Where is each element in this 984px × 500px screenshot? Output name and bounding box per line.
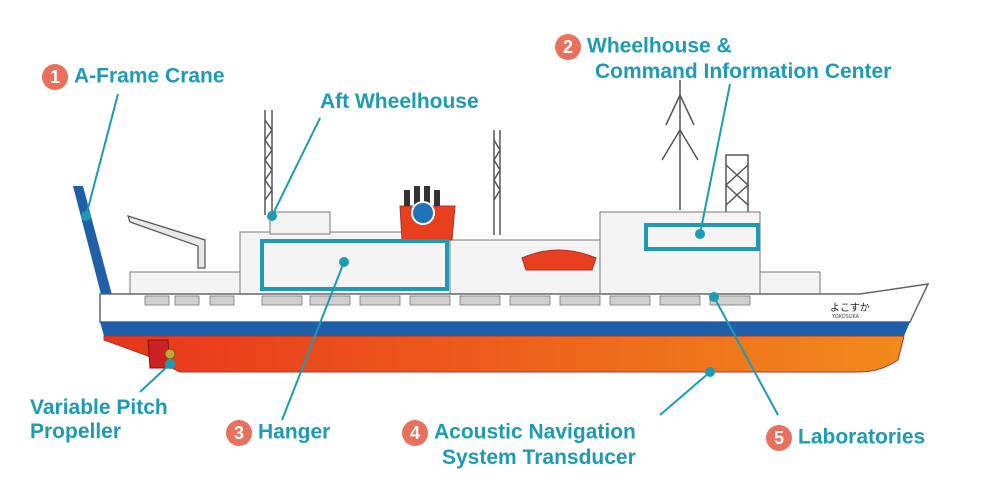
marker-laboratories	[709, 292, 719, 302]
lifeboat	[521, 249, 597, 271]
leader-wheelhouse	[699, 83, 731, 235]
label-text: Laboratories	[798, 425, 926, 449]
ship-name-jp: よこすか	[830, 302, 870, 314]
label-line1: Acoustic Navigation	[434, 420, 636, 444]
label-aft-wheelhouse: Aft Wheelhouse	[320, 90, 479, 114]
leader-acoustic	[659, 371, 711, 416]
label-line1: Variable Pitch	[30, 396, 168, 419]
marker-aft-wheelhouse	[267, 211, 277, 221]
leader-laboratories	[713, 296, 779, 416]
label-line2: Command Information Center	[595, 60, 892, 83]
marker-acoustic	[705, 367, 715, 377]
leader-hanger	[281, 261, 345, 421]
hull-windows	[144, 295, 751, 306]
label-line1: Wheelhouse &	[587, 34, 732, 58]
hanger-highlight	[260, 239, 449, 291]
badge-4: 4	[402, 420, 428, 446]
leader-aft-wheelhouse	[271, 117, 321, 217]
marker-a-frame	[81, 211, 91, 221]
badge-1: 1	[42, 64, 68, 90]
label-propeller: Variable Pitch Propeller	[30, 396, 168, 444]
badge-5: 5	[766, 425, 792, 451]
hull-stripe	[100, 322, 910, 336]
label-text: Hanger	[258, 420, 331, 444]
leader-a-frame	[85, 93, 119, 217]
label-text: A-Frame Crane	[74, 64, 225, 88]
badge-2: 2	[555, 34, 581, 60]
badge-3: 3	[226, 420, 252, 446]
marker-propeller	[165, 359, 175, 369]
leader-propeller	[139, 363, 171, 393]
label-text: Aft Wheelhouse	[320, 90, 479, 113]
deck-crane	[127, 215, 206, 269]
marker-wheelhouse	[695, 229, 705, 239]
lower-hull	[103, 335, 905, 373]
a-frame-crane	[73, 186, 112, 298]
ship-name-en: YOKOSUKA	[831, 314, 860, 320]
marker-hanger	[339, 257, 349, 267]
masts	[264, 80, 750, 235]
label-line2: Propeller	[30, 420, 122, 443]
label-line2: System Transducer	[442, 446, 636, 469]
